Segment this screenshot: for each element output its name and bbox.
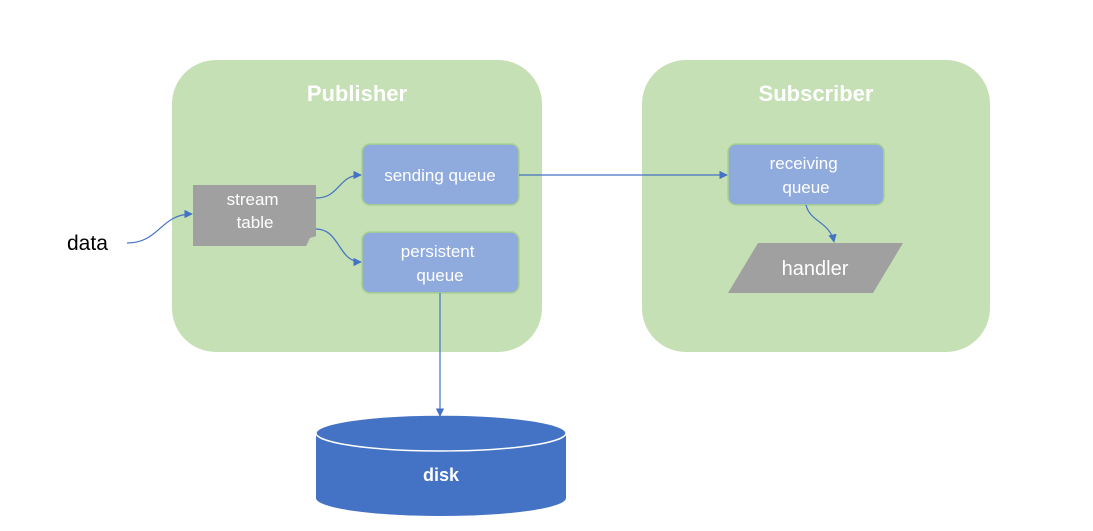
persistent-queue-line-1: persistent — [401, 242, 475, 261]
disk-body — [316, 433, 566, 516]
receiving-queue-line-1: receiving — [770, 154, 838, 173]
arrow-stream-table-to-sending-queue — [315, 170, 362, 199]
receiving-queue-line-2: queue — [782, 178, 829, 197]
handler-node: handler — [728, 243, 903, 293]
stream-table-line-1: stream — [227, 190, 279, 209]
stream-table-fold — [306, 236, 316, 246]
subscriber-title: Subscriber — [759, 81, 874, 106]
arrow-stream-table-to-persistent-queue — [315, 228, 362, 267]
persistent-queue-label: persistent queue — [401, 242, 479, 285]
stream-table-node: stream table — [193, 185, 316, 246]
arrow-receiving-queue-to-handler — [805, 204, 837, 243]
persistent-queue-line-2: queue — [416, 266, 463, 285]
persistent-queue-node: persistent queue — [361, 231, 520, 294]
stream-table-label: stream table — [227, 190, 284, 232]
arrow-data-to-stream-table — [126, 209, 193, 244]
publisher-title: Publisher — [307, 81, 408, 106]
disk-label: disk — [423, 465, 460, 485]
stream-table-shape — [193, 185, 316, 246]
sending-queue-node: sending queue — [361, 143, 520, 206]
handler-label: handler — [782, 258, 849, 280]
sending-queue-label: sending queue — [384, 166, 496, 185]
disk-node: disk — [315, 414, 567, 516]
disk-top — [315, 414, 567, 452]
data-label: data — [67, 232, 108, 255]
receiving-queue-label: receiving queue — [770, 154, 843, 197]
handler-shape — [728, 243, 903, 293]
receiving-queue-node: receiving queue — [727, 143, 885, 206]
subscriber-group: Subscriber — [642, 60, 990, 352]
stream-table-line-2: table — [237, 213, 274, 232]
subscriber-box — [642, 60, 990, 352]
